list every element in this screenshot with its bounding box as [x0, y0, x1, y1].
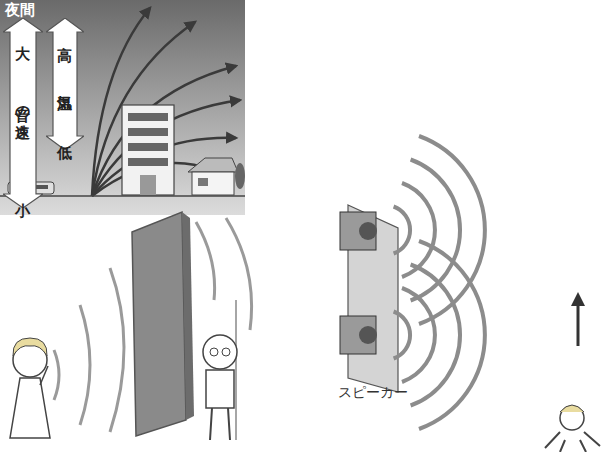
girl-arm — [40, 366, 48, 385]
boy-body — [206, 370, 234, 408]
axis-label: 音の速さ — [15, 94, 31, 132]
house-roof — [188, 158, 238, 172]
girl-body — [10, 378, 50, 438]
part-label: スピーカー — [338, 384, 408, 402]
boy-glasses — [210, 348, 218, 356]
sound-path — [92, 100, 240, 196]
double-arrow-shape — [46, 18, 84, 150]
panel-title: 夜間 — [5, 1, 35, 20]
axis-end-label: 低 — [57, 133, 73, 134]
walker-limbs — [545, 432, 600, 452]
wave-front — [402, 183, 435, 277]
walker-hair — [560, 405, 584, 412]
house-window — [198, 178, 208, 186]
speaker-cone — [359, 222, 377, 240]
wave-front — [80, 305, 90, 425]
sound-path — [92, 66, 236, 196]
wave-front — [411, 265, 460, 406]
tree — [235, 163, 245, 189]
boy-head — [203, 335, 237, 369]
boy-leg — [228, 408, 230, 440]
wave-front — [226, 218, 252, 330]
wave-front — [402, 288, 435, 382]
wave-front — [394, 207, 410, 254]
boy-leg — [210, 408, 212, 440]
wave-front — [110, 268, 124, 432]
building-window — [128, 128, 168, 136]
speaker-cone — [359, 326, 377, 344]
direction-arrow — [577, 304, 580, 346]
building-window — [128, 158, 168, 166]
speaker — [340, 212, 376, 250]
speaker — [340, 316, 376, 354]
sound-barrier-side — [182, 212, 194, 420]
house — [192, 172, 234, 195]
direction-arrow-head — [571, 292, 585, 306]
walker-head — [560, 406, 584, 430]
building-window — [128, 113, 168, 121]
axis-end-label: 大 — [15, 34, 31, 35]
night-panel — [0, 0, 245, 215]
sound-barrier — [132, 212, 186, 436]
girl-hair — [13, 338, 47, 356]
wave-front — [419, 241, 485, 429]
double-arrow-shape — [3, 18, 43, 208]
wave-front — [394, 312, 410, 359]
axis-label: 気温 — [57, 83, 73, 85]
axis-end-label: 高 — [57, 34, 73, 35]
double-arrow-box: 大音の速さ小 — [3, 18, 43, 208]
wave-front — [196, 222, 215, 300]
axis-end-label: 小 — [15, 191, 31, 192]
building-window — [128, 143, 168, 151]
building-door — [140, 175, 156, 195]
building — [122, 105, 174, 195]
pole — [235, 300, 237, 440]
double-arrow-box: 高気温低 — [46, 18, 84, 150]
wave-front — [54, 350, 59, 400]
boy-glasses — [222, 348, 230, 356]
